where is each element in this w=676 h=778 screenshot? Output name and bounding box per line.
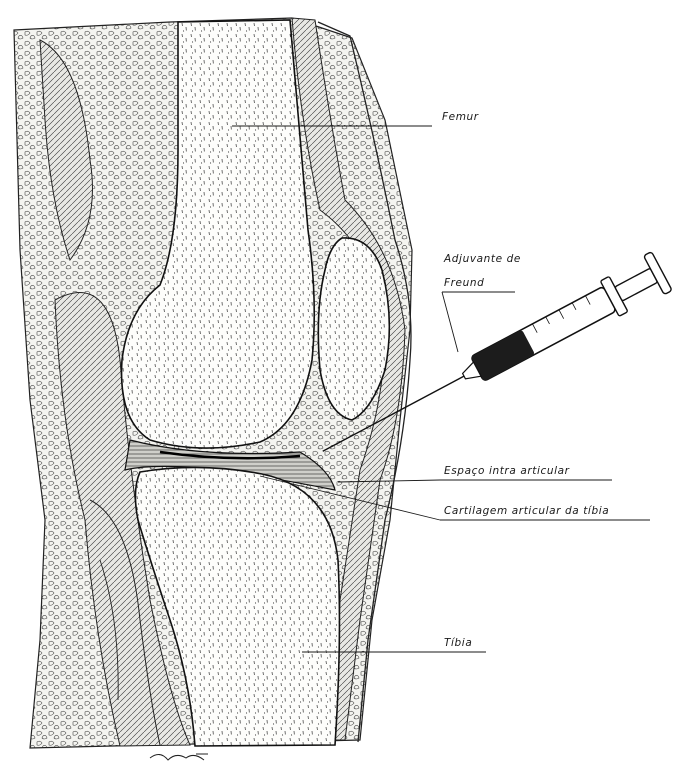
espaco-label: Espaço intra articular (444, 465, 570, 477)
femur-label: Femur (442, 111, 479, 123)
adjuvante-label-line2: Freund (444, 277, 484, 289)
adjuvante-label-line1: Adjuvante de (443, 253, 521, 265)
freund-pointer (442, 292, 458, 352)
cartilagem-label: Cartilagem articular da tíbia (444, 505, 609, 517)
artist-signature (150, 754, 208, 760)
tibia-label: Tíbia (444, 637, 472, 649)
